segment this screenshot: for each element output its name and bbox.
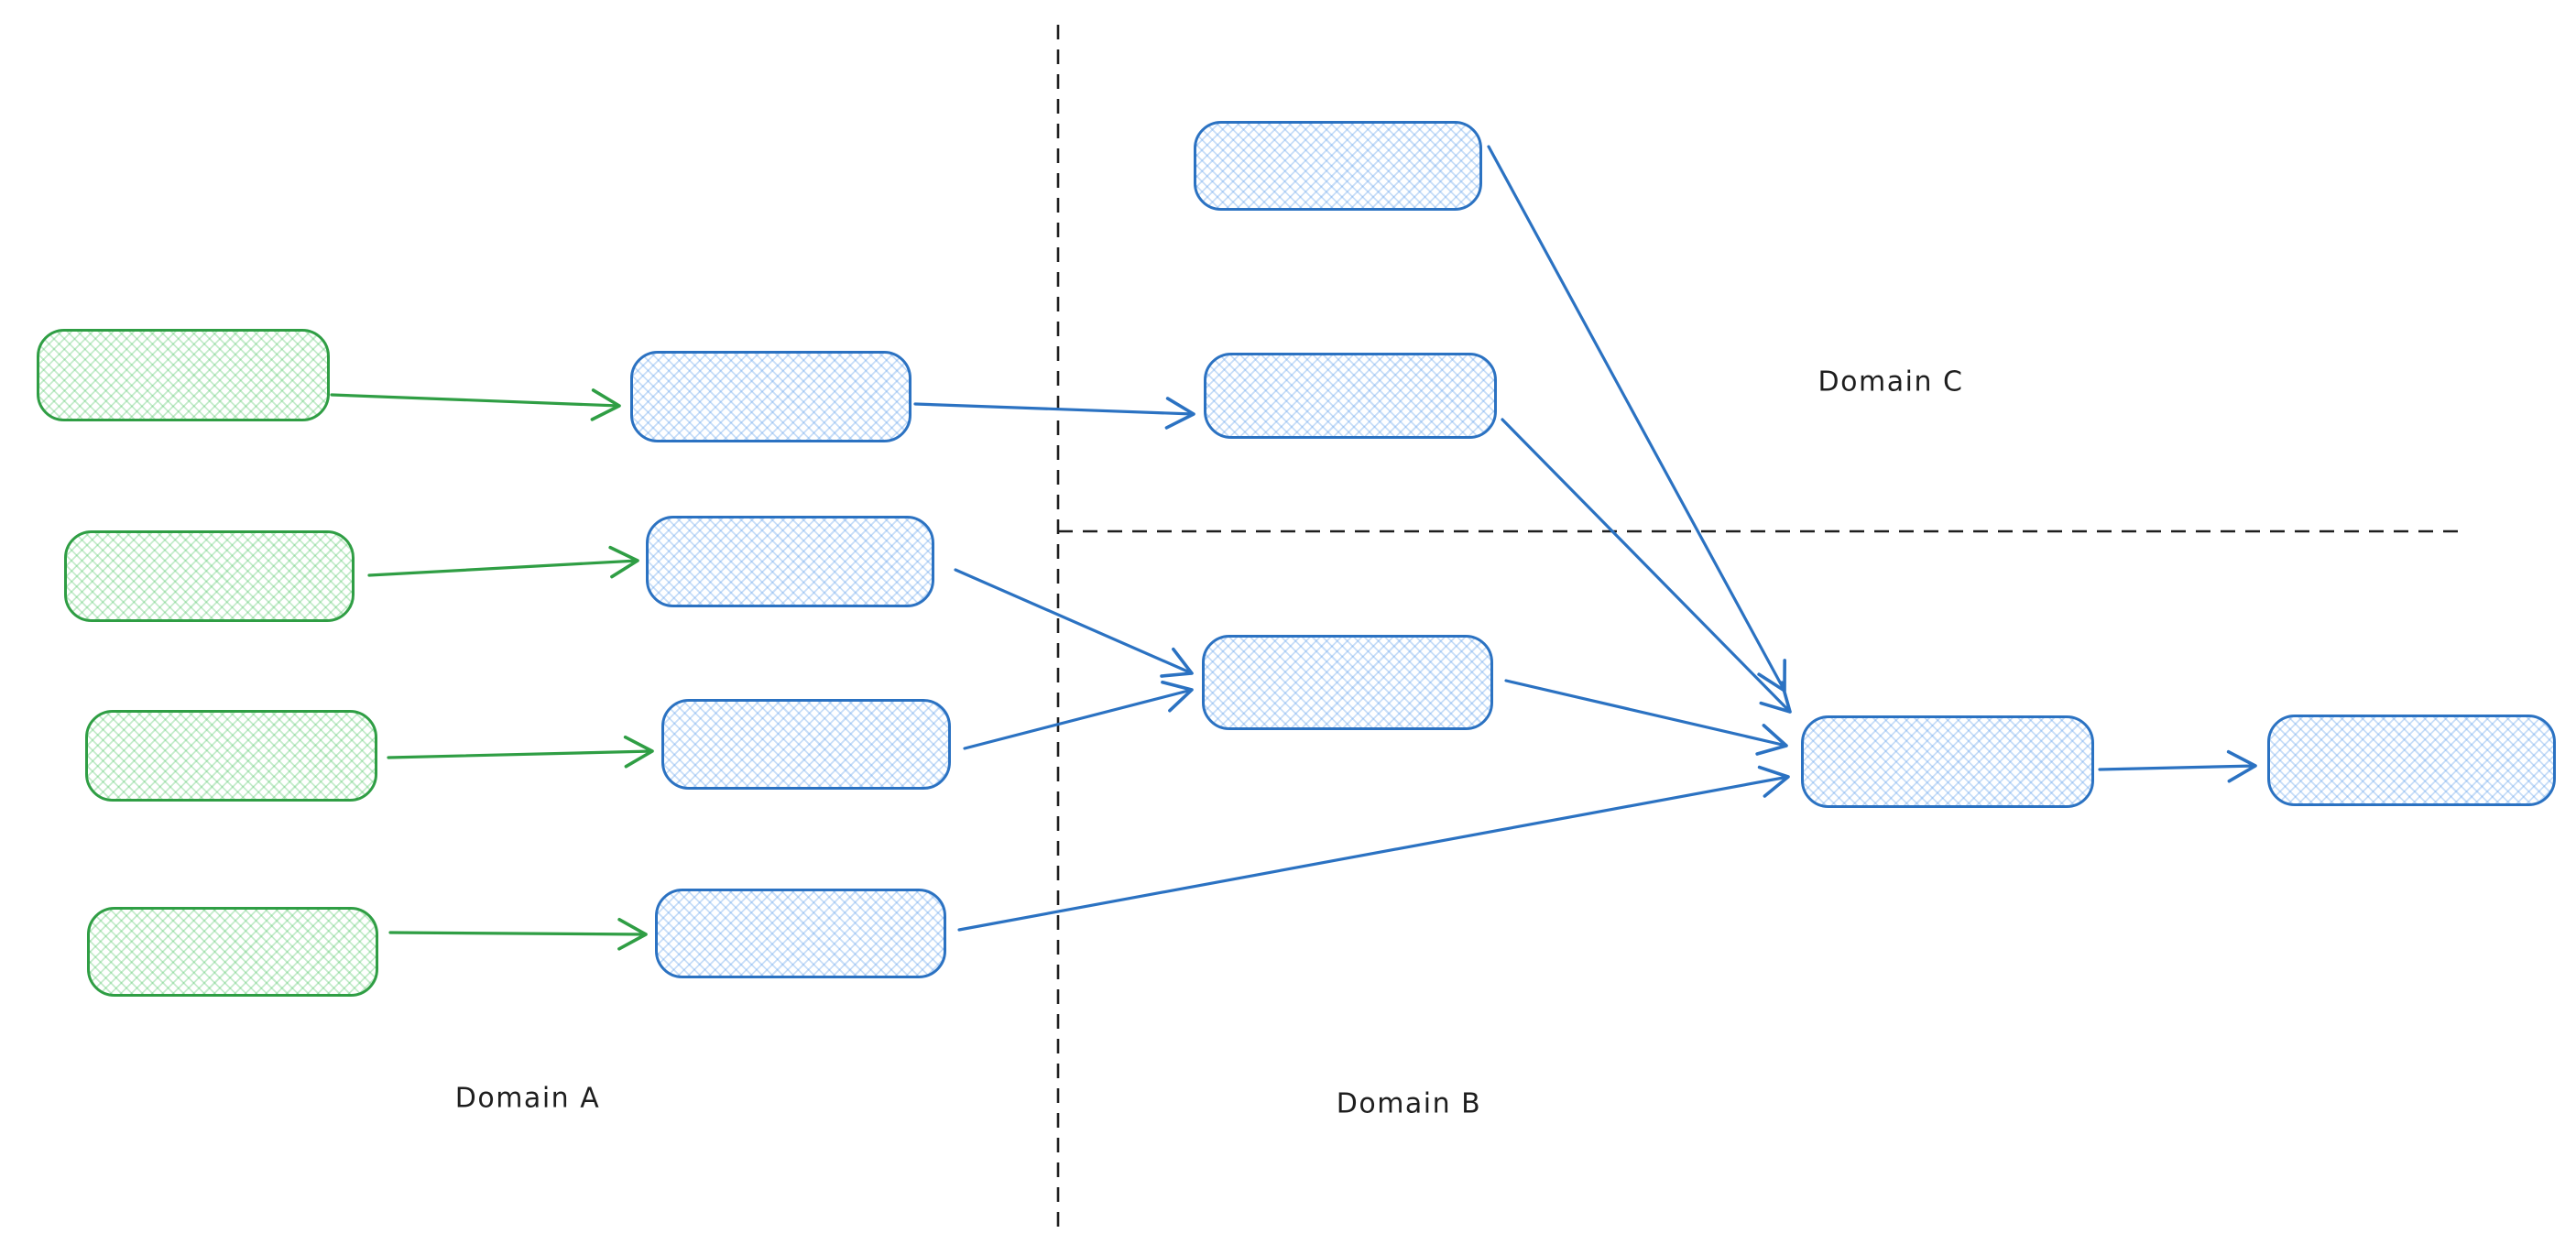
edge-b-middle-to-c-hub[interactable] — [1501, 418, 1792, 714]
domain-a-source-box-4[interactable] — [87, 907, 378, 997]
edge-target2-to-b-lower[interactable] — [954, 568, 1194, 678]
edge-target4-to-c-hub[interactable] — [957, 765, 1790, 932]
edge-target1-to-b-middle[interactable] — [913, 397, 1195, 430]
domain-b-box-middle[interactable] — [1204, 353, 1497, 439]
domain-a-target-box-3[interactable] — [661, 699, 951, 790]
edge-source2-to-target2[interactable] — [367, 545, 639, 579]
edge-source4-to-target4[interactable] — [388, 917, 648, 951]
domain-b-box-top[interactable] — [1194, 121, 1482, 211]
domain-a-source-box-3[interactable] — [85, 710, 377, 802]
domain-c-label[interactable]: Domain C — [1817, 366, 1964, 398]
edge-b-top-to-c-hub[interactable] — [1487, 145, 1787, 693]
edge-source1-to-target1[interactable] — [330, 388, 621, 421]
domain-a-source-box-2[interactable] — [64, 530, 355, 622]
edge-target3-to-b-lower[interactable] — [963, 680, 1194, 750]
edge-c-hub-to-c-output[interactable] — [2098, 749, 2257, 783]
domain-separators — [1056, 25, 2464, 1228]
domain-b-box-lower[interactable] — [1202, 635, 1493, 730]
domain-c-output-box[interactable] — [2267, 715, 2556, 806]
diagram-edges — [330, 145, 2257, 951]
domain-a-label[interactable]: Domain A — [454, 1082, 601, 1115]
domain-a-target-box-1[interactable] — [630, 351, 911, 442]
domain-a-target-box-4[interactable] — [655, 889, 946, 978]
edge-b-lower-to-c-hub[interactable] — [1504, 679, 1788, 756]
domain-a-source-box-1[interactable] — [37, 329, 330, 421]
edge-source3-to-target3[interactable] — [387, 735, 654, 769]
domain-b-label[interactable]: Domain B — [1336, 1087, 1482, 1120]
domain-c-hub-box[interactable] — [1801, 715, 2094, 808]
domain-a-target-box-2[interactable] — [646, 516, 934, 607]
